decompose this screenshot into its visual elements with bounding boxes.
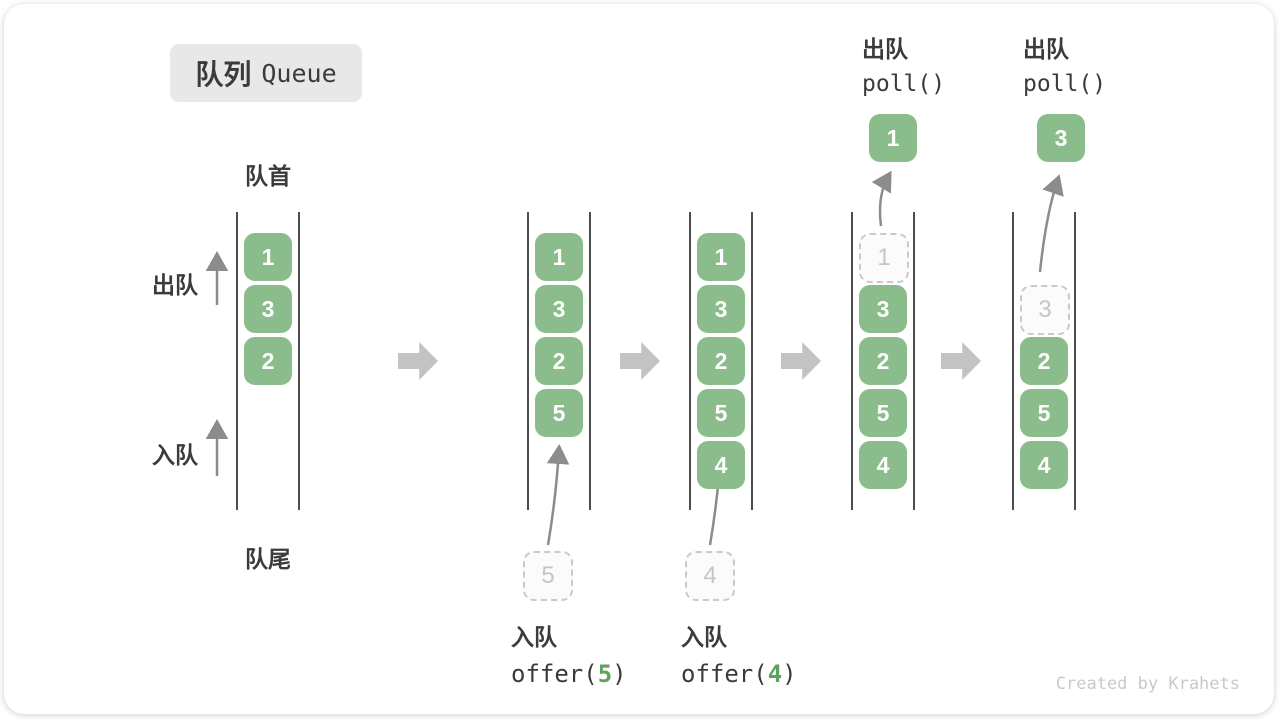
- title-en: Queue: [261, 58, 337, 88]
- queue-cell: 2: [697, 337, 745, 385]
- queue-cell: 5: [1020, 389, 1068, 437]
- code-before: offer(: [681, 660, 768, 688]
- credit-text: Created by Krahets: [1055, 674, 1240, 694]
- incoming-value: 5: [541, 562, 555, 589]
- queue-cell-value: 4: [714, 451, 728, 478]
- queue-cell-value: 5: [876, 399, 890, 426]
- queue-cell-dashed: 1: [859, 233, 909, 283]
- queue-cell: 3: [535, 285, 583, 333]
- queue-cell-value: 2: [1037, 347, 1051, 374]
- enqueue-op-code: offer(4): [681, 660, 797, 688]
- queue-cell: 2: [244, 337, 292, 385]
- queue-cell: 5: [535, 389, 583, 437]
- queue-4-right-line: [913, 212, 915, 510]
- dequeue-op-label: 出队 poll(): [1023, 30, 1106, 97]
- enqueue-op-zh: 入队: [681, 624, 727, 650]
- code-after: ): [612, 660, 627, 688]
- queue-cell: 4: [697, 441, 745, 489]
- code-before: offer(: [511, 660, 598, 688]
- diagram-title: 队列 Queue: [170, 44, 362, 102]
- enqueue-op-label: 入队 offer(4): [681, 618, 797, 688]
- queue-cell: 4: [859, 441, 907, 489]
- enqueue-op-label: 入队 offer(5): [511, 618, 627, 688]
- enqueue-op-code: offer(5): [511, 660, 627, 688]
- code-arg: 5: [597, 660, 613, 688]
- outgoing-value-box: 1: [869, 114, 917, 162]
- incoming-value-box: 4: [685, 551, 735, 601]
- incoming-value: 4: [703, 562, 717, 589]
- outgoing-value: 3: [1054, 124, 1068, 151]
- queue-cell: 1: [697, 233, 745, 281]
- queue-1-left-line: [236, 212, 238, 510]
- queue-cell: 3: [244, 285, 292, 333]
- queue-cell: 2: [1020, 337, 1068, 385]
- queue-3-right-line: [751, 212, 753, 510]
- queue-cell-value: 2: [714, 347, 728, 374]
- queue-cell: 2: [535, 337, 583, 385]
- label-dequeue-side: 出队: [152, 272, 198, 298]
- queue-cell: 3: [697, 285, 745, 333]
- queue-5-left-line: [1012, 212, 1014, 510]
- queue-cell: 1: [244, 233, 292, 281]
- enqueue-op-zh: 入队: [511, 624, 557, 650]
- outgoing-value-box: 3: [1037, 114, 1085, 162]
- queue-2-right-line: [589, 212, 591, 510]
- queue-cell-value: 5: [714, 399, 728, 426]
- queue-cell: 5: [697, 389, 745, 437]
- title-zh: 队列: [195, 59, 252, 90]
- label-queue-front: 队首: [245, 163, 291, 189]
- queue-cell-value: 5: [1037, 399, 1051, 426]
- queue-cell: 5: [859, 389, 907, 437]
- queue-cell-value: 3: [876, 295, 890, 322]
- queue-cell-value: 2: [261, 347, 275, 374]
- queue-cell-value: 2: [876, 347, 890, 374]
- queue-cell-value: 3: [261, 295, 275, 322]
- outgoing-value: 1: [886, 124, 900, 151]
- queue-cell-value: 3: [1038, 296, 1052, 323]
- queue-cell-value: 1: [261, 243, 275, 270]
- label-enqueue-side: 入队: [152, 442, 198, 468]
- queue-cell-value: 1: [877, 244, 891, 271]
- queue-cell: 1: [535, 233, 583, 281]
- queue-cell-value: 3: [714, 295, 728, 322]
- queue-5-right-line: [1074, 212, 1076, 510]
- incoming-value-box: 5: [523, 551, 573, 601]
- label-queue-rear: 队尾: [245, 546, 291, 572]
- code-arg: 4: [767, 660, 783, 688]
- queue-3-left-line: [689, 212, 691, 510]
- queue-4-left-line: [851, 212, 853, 510]
- dequeue-op-code: poll(): [862, 71, 946, 97]
- queue-2-left-line: [527, 212, 529, 510]
- queue-1-right-line: [298, 212, 300, 510]
- queue-cell: 3: [859, 285, 907, 333]
- queue-cell-value: 4: [1037, 451, 1051, 478]
- queue-cell-value: 5: [552, 399, 566, 426]
- queue-cell: 2: [859, 337, 907, 385]
- queue-cell-value: 4: [876, 451, 890, 478]
- queue-cell-value: 1: [552, 243, 566, 270]
- queue-cell-value: 1: [714, 243, 728, 270]
- dequeue-op-zh: 出队: [1023, 36, 1069, 62]
- dequeue-op-zh: 出队: [862, 36, 908, 62]
- dequeue-op-label: 出队 poll(): [862, 30, 945, 97]
- dequeue-op-code: poll(): [1023, 71, 1107, 97]
- queue-cell-value: 3: [552, 295, 566, 322]
- code-after: ): [782, 660, 797, 688]
- queue-cell-dashed: 3: [1020, 285, 1070, 335]
- queue-cell-value: 2: [552, 347, 566, 374]
- queue-cell: 4: [1020, 441, 1068, 489]
